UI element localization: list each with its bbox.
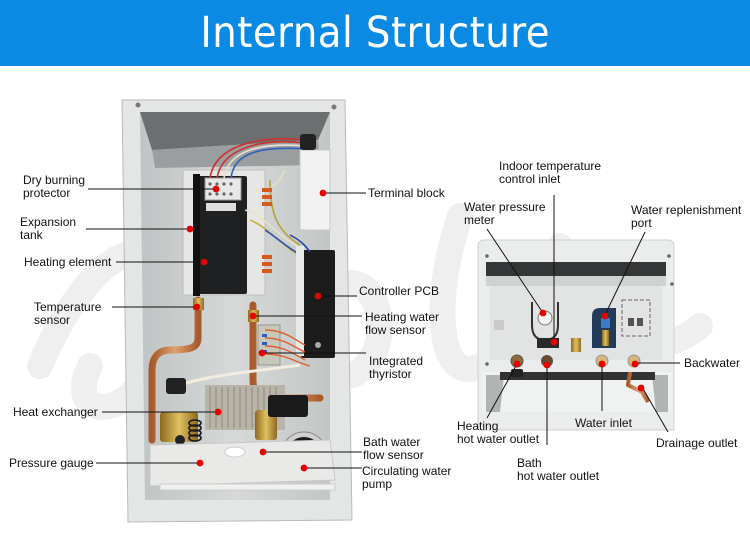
callout-dot	[200, 258, 208, 266]
label-line: meter	[464, 213, 495, 227]
label-controller-pcb: Controller PCB	[359, 285, 439, 298]
callout-dot	[550, 338, 558, 346]
callout-dot	[314, 292, 322, 300]
label-heating-hot-water-outlet: Heating hot water outlet	[457, 420, 539, 446]
page-title: Internal Structure	[200, 8, 550, 58]
label-line: hot water outlet	[517, 469, 600, 483]
label-line: Expansion	[20, 215, 77, 229]
label-line: Water pressure	[464, 200, 546, 214]
label-backwater: Backwater	[684, 357, 740, 370]
label-circulating-water-pump: Circulating water pump	[362, 465, 451, 491]
callout-dots	[186, 185, 645, 472]
label-line: control inlet	[499, 172, 561, 186]
label-line: Heating element	[24, 255, 112, 269]
label-drainage-outlet: Drainage outlet	[656, 437, 737, 450]
label-line: Water replenishment	[631, 203, 742, 217]
label-line: flow sensor	[363, 448, 424, 462]
label-water-inlet: Water inlet	[575, 417, 632, 430]
label-line: Terminal block	[368, 186, 445, 200]
label-line: pump	[362, 477, 393, 491]
label-line: port	[631, 216, 652, 230]
label-line: Bath water	[363, 435, 421, 449]
label-line: Backwater	[684, 356, 741, 370]
label-line: Circulating water	[362, 464, 452, 478]
label-line: Controller PCB	[359, 284, 440, 298]
callout-dot	[214, 408, 222, 416]
callout-dot	[212, 185, 220, 193]
label-heat-exchanger: Heat exchanger	[13, 406, 98, 419]
label-line: Bath	[517, 456, 542, 470]
label-line: Temperature	[34, 300, 102, 314]
label-bath-water-flow-sensor: Bath water flow sensor	[363, 436, 424, 462]
label-water-pressure-meter: Water pressure meter	[464, 201, 546, 227]
label-line: Drainage outlet	[656, 436, 738, 450]
callout-dot	[631, 360, 639, 368]
label-line: Heating	[457, 419, 499, 433]
label-bath-hot-water-outlet: Bath hot water outlet	[517, 457, 599, 483]
label-line: Dry burning	[23, 173, 86, 187]
callout-dot	[193, 303, 201, 311]
label-pressure-gauge: Pressure gauge	[9, 457, 94, 470]
callout-dot	[259, 448, 267, 456]
callout-dot	[319, 189, 327, 197]
label-line: hot water outlet	[457, 432, 540, 446]
callout-dot	[258, 349, 266, 357]
callout-dot	[196, 459, 204, 467]
callout-dot	[513, 360, 521, 368]
callout-dot	[543, 361, 551, 369]
callout-dot	[637, 384, 645, 392]
callout-dot	[300, 464, 308, 472]
label-line: Pressure gauge	[9, 456, 94, 470]
label-line: sensor	[34, 313, 71, 327]
label-expansion-tank: Expansion tank	[20, 216, 76, 242]
label-line: Heating water	[365, 310, 440, 324]
label-line: flow sensor	[365, 323, 426, 337]
label-dry-burning-protector: Dry burning protector	[23, 174, 85, 200]
callout-dot	[539, 309, 547, 317]
boiler-bottom-view	[477, 239, 675, 431]
callout-dot	[249, 312, 257, 320]
label-indoor-temperature-control-inlet: Indoor temperature control inlet	[499, 160, 601, 186]
callout-dot	[186, 225, 194, 233]
callout-dot	[601, 312, 609, 320]
label-line: Indoor temperature	[499, 159, 602, 173]
callout-dot	[598, 360, 606, 368]
leader-lines	[86, 188, 680, 469]
label-terminal-block: Terminal block	[368, 187, 445, 200]
label-line: Heat exchanger	[13, 405, 98, 419]
label-temperature-sensor: Temperature sensor	[34, 301, 101, 327]
boiler-front-view	[121, 99, 353, 523]
label-line: tank	[20, 228, 43, 242]
label-heating-water-flow-sensor: Heating water flow sensor	[365, 311, 439, 337]
label-line: Integrated	[369, 354, 424, 368]
header-banner: Internal Structure	[0, 0, 750, 66]
label-integrated-thyristor: Integrated thyristor	[369, 355, 423, 381]
label-line: protector	[23, 186, 71, 200]
label-water-replenishment-port: Water replenishment port	[631, 204, 741, 230]
label-line: Water inlet	[575, 416, 632, 430]
label-heating-element: Heating element	[24, 256, 111, 269]
label-line: thyristor	[369, 367, 412, 381]
